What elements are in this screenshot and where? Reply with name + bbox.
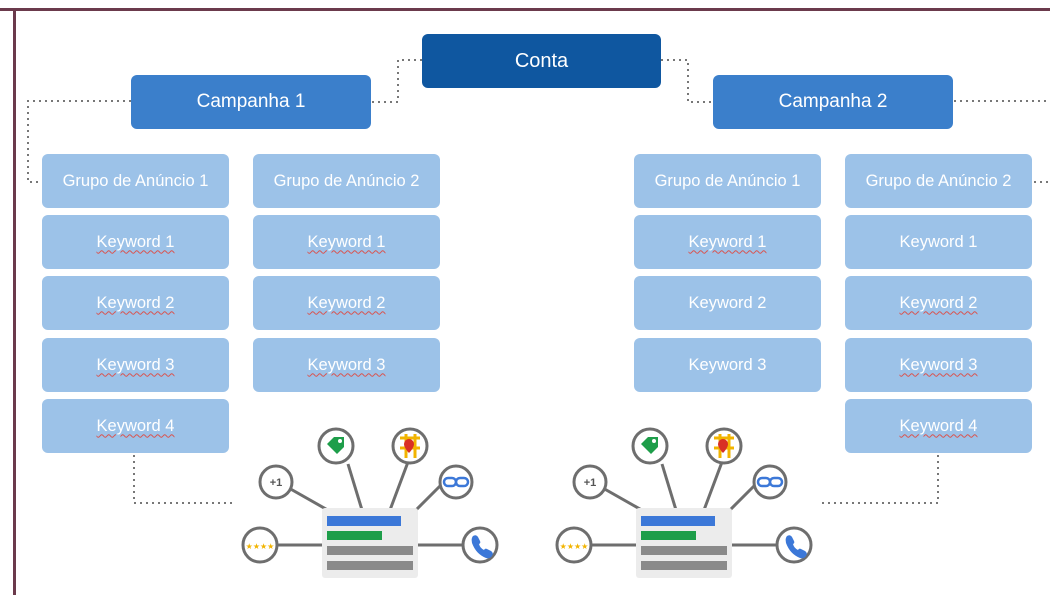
phone-icon [775, 526, 813, 564]
keyword-box: Keyword 3 [634, 338, 821, 392]
keyword-box: Keyword 2 [634, 276, 821, 330]
keyword-label: Keyword 4 [899, 416, 978, 435]
keyword-label: Keyword 2 [688, 293, 767, 312]
keyword-box: Keyword 1 [253, 215, 440, 269]
keyword-label: Keyword 2 [899, 293, 978, 312]
keyword-box: Keyword 4 [42, 399, 229, 453]
keyword-box: Keyword 3 [845, 338, 1032, 392]
plus-one-icon: +1 [572, 464, 608, 500]
plus-one-label: +1 [584, 477, 597, 489]
keyword-box: Keyword 1 [634, 215, 821, 269]
plus-one-icon: +1 [258, 464, 294, 500]
frame-top-border [0, 8, 1050, 11]
keyword-label: Keyword 3 [688, 355, 767, 374]
keyword-label: Keyword 2 [96, 293, 175, 312]
link-icon [752, 464, 788, 500]
frame-left-border [13, 8, 16, 595]
account-label: Conta [514, 49, 569, 72]
keyword-label: Keyword 3 [307, 355, 386, 374]
plus-one-label: +1 [270, 477, 283, 489]
ad-group-label: Grupo de Anúncio 2 [865, 171, 1012, 190]
keyword-box: Keyword 2 [42, 276, 229, 330]
ad-extensions-left: +1 ★★★★ [241, 427, 499, 578]
ad-group-label: Grupo de Anúncio 2 [273, 171, 420, 190]
rating-stars-icon: ★★★★ [241, 526, 279, 564]
ad-preview-card [636, 508, 732, 578]
campaign-label: Campanha 1 [196, 91, 306, 112]
link-icon [438, 464, 474, 500]
campaign-label: Campanha 2 [778, 91, 888, 112]
map-pin-icon [391, 427, 429, 465]
ad-group-box: Grupo de Anúncio 2 [253, 154, 440, 208]
ad-group-label: Grupo de Anúncio 1 [62, 171, 209, 190]
phone-icon [461, 526, 499, 564]
ad-extensions-right: +1 ★★★★ [555, 427, 813, 578]
ad-group-label: Grupo de Anúncio 1 [654, 171, 801, 190]
keyword-label: Keyword 1 [96, 232, 175, 251]
keyword-box: Keyword 1 [42, 215, 229, 269]
keyword-label: Keyword 4 [96, 416, 175, 435]
keyword-label: Keyword 1 [899, 232, 978, 251]
keyword-label: Keyword 3 [96, 355, 175, 374]
campaign-1-box: Campanha 1 [131, 75, 371, 129]
svg-text:★★★★: ★★★★ [246, 542, 275, 551]
keyword-label: Keyword 1 [688, 232, 767, 251]
ad-group-box: Grupo de Anúncio 1 [634, 154, 821, 208]
tag-icon [631, 427, 669, 465]
keyword-box: Keyword 4 [845, 399, 1032, 453]
rating-stars-icon: ★★★★ [555, 526, 593, 564]
campaign-2-box: Campanha 2 [713, 75, 953, 129]
svg-text:★★★★: ★★★★ [560, 542, 589, 551]
keyword-box: Keyword 2 [253, 276, 440, 330]
ad-preview-card [322, 508, 418, 578]
keyword-box: Keyword 3 [253, 338, 440, 392]
tag-icon [317, 427, 355, 465]
keyword-box: Keyword 2 [845, 276, 1032, 330]
keyword-box: Keyword 3 [42, 338, 229, 392]
ad-group-box: Grupo de Anúncio 1 [42, 154, 229, 208]
keyword-label: Keyword 2 [307, 293, 386, 312]
account-box: Conta [422, 34, 661, 88]
keyword-label: Keyword 1 [307, 232, 386, 251]
map-pin-icon [705, 427, 743, 465]
keyword-label: Keyword 3 [899, 355, 978, 374]
ad-group-box: Grupo de Anúncio 2 [845, 154, 1032, 208]
keyword-box: Keyword 1 [845, 215, 1032, 269]
